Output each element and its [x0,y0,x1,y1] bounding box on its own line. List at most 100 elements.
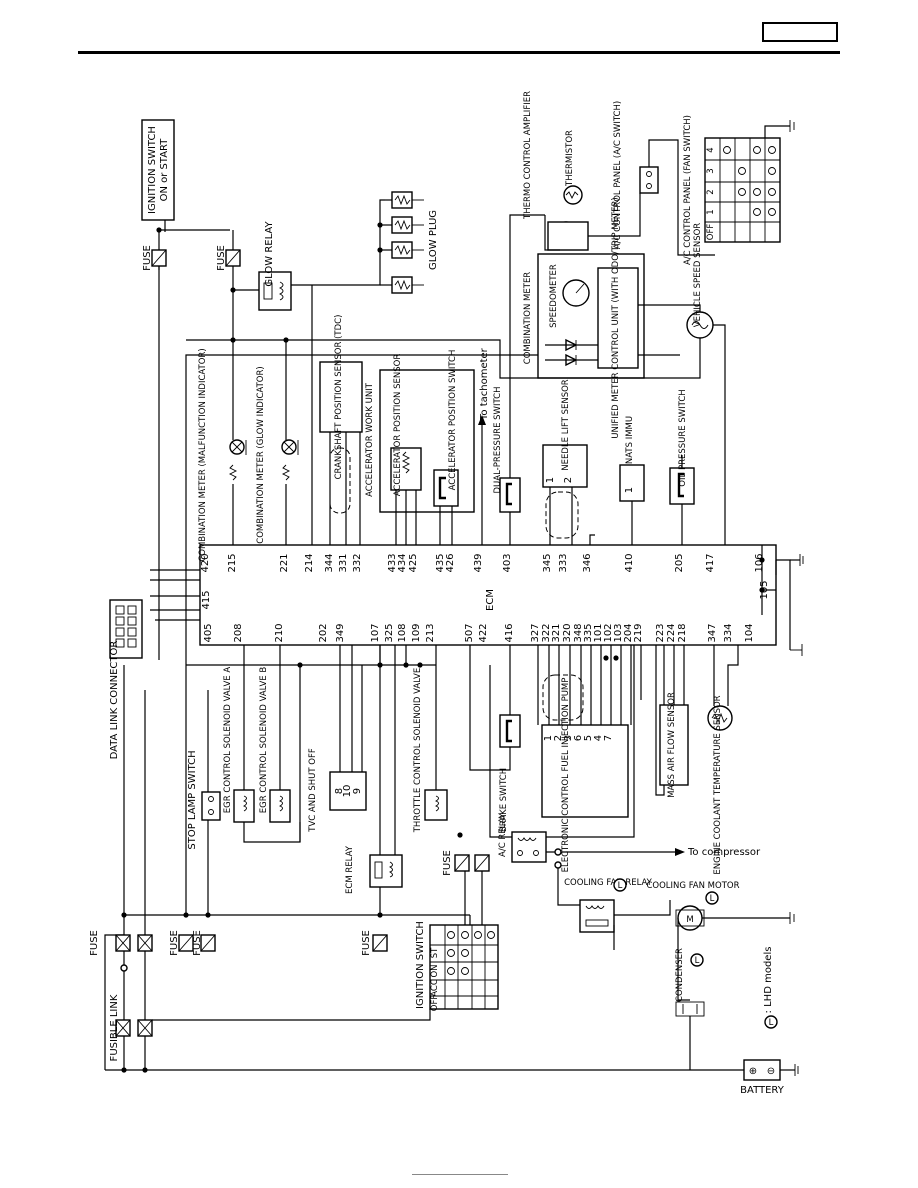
ac-relay [511,831,547,863]
ecm-pin-108: 108 [397,623,408,642]
accelerator-work-unit-label: ACCELERATOR WORK UNIT [365,382,375,497]
pump-pin-3: 3 [563,735,574,741]
fuse-label-2: FUSE [169,930,180,956]
to-compressor-label: To compressor [687,847,761,858]
accelerator-position-switch [433,469,459,507]
stop-lamp-switch-label: STOP LAMP SWITCH [187,750,198,849]
ecm-pin-335: 335 [583,623,594,642]
lhd-note-badge-text: L [769,1018,774,1028]
glow-relay-wiring [233,199,385,545]
ecm-pin-210: 210 [274,623,285,642]
needle-lift-sensor-label: NEEDLE LIFT SENSOR [561,379,571,471]
ecm-pin-439: 439 [473,553,484,572]
ecm-relay-label: ECM RELAY [345,845,355,894]
pump-pin-7: 7 [603,735,614,741]
footer-rule [412,1174,508,1175]
needle-pin-1: 1 [545,477,556,483]
ecm-pin-221: 221 [279,553,290,572]
fuse-label-7: FUSE [442,850,453,876]
ac-control-panel-ac-switch-label: A/C CONTROL PANEL (A/C SWITCH) [613,101,623,249]
ecm-bottom-leads [537,645,642,725]
ecm-pin-403: 403 [502,553,513,572]
ecm-pin-347: 347 [707,623,718,642]
glow-indicator [281,340,299,545]
ecm-pin-109: 109 [411,623,422,642]
ecm-pin-333: 333 [558,553,569,572]
ecm-pin-344: 344 [324,553,335,572]
tvc-shut-off [329,771,367,811]
ecm-pin-103: 103 [613,623,624,642]
ecm-pin-348: 348 [573,623,584,642]
accelerator-position-switch-label: ACCELERATOR POSITION SWITCH [448,350,458,491]
pump-pin-1: 1 [543,735,554,741]
fuel-injection-pump [541,724,629,818]
needle-pin-2: 2 [563,477,574,483]
ecm-pin-349: 349 [335,623,346,642]
ecm-pin-434: 434 [397,553,408,572]
ecm-pin-416: 416 [504,623,515,642]
tvc-pin-10: 10 [342,785,353,798]
svg-text:⊕: ⊕ [749,1066,757,1077]
svg-text:M: M [686,915,693,925]
ecm-pin-410: 410 [624,553,635,572]
ecm-pin-320: 320 [562,623,573,642]
lhd-badge-motor [705,891,719,905]
tvc-pin-9: 9 [352,788,363,794]
ecm-pin-214: 214 [304,553,315,572]
ignition-switch-top-sub: ON or START [159,138,170,202]
ignition-switch-bottom-label: IGNITION SWITCH [415,921,426,1009]
accelerator-position-sensor-label: ACCELERATOR POSITION SENSOR [393,354,403,497]
dual-pressure-switch-label: DUAL-PRESSURE SWITCH [493,387,503,494]
ecm-pin-332: 332 [352,553,363,572]
junction-dots [121,222,765,1073]
egr-valve-b-label: EGR CONTROL SOLENOID VALVE B [259,667,269,814]
mass-air-flow-sensor-label: MASS AIR FLOW SENSOR [667,692,677,798]
thermo-control-amplifier-label: THERMO CONTROL AMPLIFIER [523,91,533,220]
ecm-pin-435: 435 [435,553,446,572]
ecm-pin-507: 507 [464,623,475,642]
throttle-control-valve-label: THROTTLE CONTROL SOLENOID VALVE [413,668,423,834]
egr-valve-a-label: EGR CONTROL SOLENOID VALVE A [223,667,233,814]
ecm-box [199,544,777,646]
header-rule [78,51,840,54]
combination-meter-malfunction-label: COMBINATION METER (MALFUNCTION INDICATOR… [198,348,208,561]
ecm-pin-415: 415 [201,590,212,609]
fan-pos-4: 4 [706,147,716,152]
ecm-pin-433: 433 [387,553,398,572]
crankshaft-position-sensor [319,361,363,433]
ecm-pin-213: 213 [425,623,436,642]
ecm-pin-334: 334 [723,623,734,642]
unified-meter-control-unit [597,267,639,369]
ecm-pin-346: 346 [582,553,593,572]
glow-relay-label: GLOW RELAY [264,221,275,287]
dlc-pins [115,605,137,648]
unified-meter-label: UNIFIED METER CONTROL UNIT (WITH ODO/TRI… [611,197,621,438]
ecm-pin-322: 322 [541,623,552,642]
lhd-note-label: : LHD models [763,947,774,1014]
fan-switch-grid [704,125,790,243]
nats-pin-1: 1 [624,487,635,493]
data-link-connector [109,599,143,659]
engine-coolant-temp-sensor [707,705,733,731]
glow-plug-label: GLOW PLUG [428,210,439,270]
battery-label: BATTERY [740,1085,785,1096]
lhd-badge-condenser-text: L [695,956,700,966]
vehicle-speed-sensor-label: VEHICLE SPEED SENSOR [693,223,703,328]
pump-pin-4: 4 [593,735,604,741]
ecm-pin-205: 205 [674,553,685,572]
pump-pin-6: 6 [573,735,584,741]
oil-pressure-switch-label: OIL PRESSURE SWITCH [678,389,688,486]
stop-lamp-switch [201,791,221,821]
ign-pos-off: OFF [430,995,440,1012]
pump-pin-5: 5 [583,735,594,741]
fan-pos-3: 3 [706,168,716,173]
speedometer-label: SPEEDOMETER [549,264,559,328]
ecm-pin-219: 219 [633,623,644,642]
fuse-label-1: FUSE [89,930,100,956]
needle-lift-sensor [542,444,588,488]
ecm-pin-425: 425 [408,553,419,572]
ignition-switch-top-box [141,119,175,221]
lhd-badge-condenser [690,953,704,967]
